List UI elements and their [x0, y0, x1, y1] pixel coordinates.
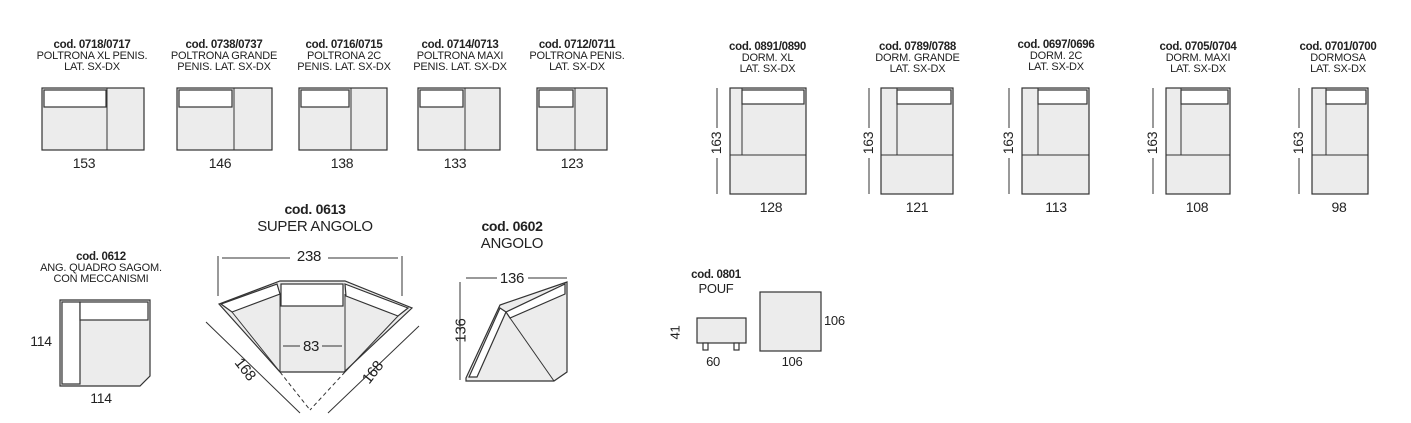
sofa-0738-width: 146	[208, 155, 232, 171]
bed-0697-width: 113	[1045, 199, 1067, 215]
sofa-0716	[298, 87, 388, 151]
bed-0697	[1008, 87, 1090, 195]
angolo-label: cod. 0602 ANGOLO	[480, 218, 544, 252]
sofa-0738-label: cod. 0738/0737 POLTRONA GRANDE PENIS. LA…	[170, 39, 278, 73]
super-angolo-inner-width: 83	[302, 338, 320, 355]
bed-0705-label: cod. 0705/0704 DORM. MAXI LAT. SX-DX	[1159, 41, 1237, 75]
pouf-top-width: 106	[781, 354, 803, 369]
bed-0891-height: 163	[708, 131, 724, 155]
super-angolo-0613	[205, 256, 420, 414]
bed-0789-width: 121	[905, 199, 929, 215]
sofa-0716-label: cod. 0716/0715 POLTRONA 2C PENIS. LAT. S…	[297, 39, 391, 73]
sofa-0712	[536, 87, 608, 151]
bed-0891-label: cod. 0891/0890 DORM. XL LAT. SX-DX	[729, 41, 806, 75]
ang-quadro-width: 114	[90, 390, 112, 406]
pouf-height: 41	[667, 325, 683, 340]
bed-0891-width: 128	[759, 199, 783, 215]
bed-0701-height: 163	[1290, 131, 1306, 155]
bed-0697-height: 163	[1000, 131, 1016, 155]
bed-0891	[716, 87, 807, 195]
super-angolo-label: cod. 0613 SUPER ANGOLO	[257, 201, 373, 235]
sofa-0714-label: cod. 0714/0713 POLTRONA MAXI PENIS. LAT.…	[413, 39, 507, 73]
bed-0701	[1298, 87, 1369, 195]
pouf-label: cod. 0801 POUF	[691, 269, 741, 296]
sofa-0718-label: cod. 0718/0717 POLTRONA XL PENIS. LAT. S…	[36, 39, 148, 73]
sofa-0712-label: cod. 0712/0711 POLTRONA PENIS. LAT. SX-D…	[529, 39, 625, 73]
sofa-0714	[417, 87, 501, 151]
angolo-height: 136	[452, 318, 470, 343]
sofa-0718-width: 153	[72, 155, 96, 171]
bed-0705	[1152, 87, 1231, 195]
bed-0789-label: cod. 0789/0788 DORM. GRANDE LAT. SX-DX	[875, 41, 960, 75]
angolo-0602	[459, 277, 568, 382]
super-angolo-width: 238	[296, 248, 322, 265]
sofa-0716-width: 138	[330, 155, 354, 171]
ang-quadro-label: cod. 0612 ANG. QUADRO SAGOM. CON MECCANI…	[40, 251, 162, 285]
sofa-0714-width: 133	[443, 155, 467, 171]
pouf-top-height: 106	[824, 313, 845, 328]
angolo-width: 136	[499, 270, 525, 287]
bed-0789-height: 163	[860, 131, 876, 155]
bed-0705-width: 108	[1185, 199, 1209, 215]
sofa-0718	[41, 87, 145, 151]
sofa-0738	[176, 87, 273, 151]
bed-0701-label: cod. 0701/0700 DORMOSA LAT. SX-DX	[1299, 41, 1377, 75]
bed-0697-label: cod. 0697/0696 DORM. 2C LAT. SX-DX	[1017, 39, 1095, 73]
ang-quadro-height: 114	[30, 333, 52, 349]
bed-0789	[868, 87, 954, 195]
pouf-width: 60	[706, 354, 720, 369]
sofa-0712-width: 123	[560, 155, 584, 171]
pouf-0801	[696, 291, 822, 352]
ang-quadro-0612	[59, 299, 151, 387]
bed-0705-height: 163	[1144, 131, 1160, 155]
bed-0701-width: 98	[1331, 199, 1347, 215]
